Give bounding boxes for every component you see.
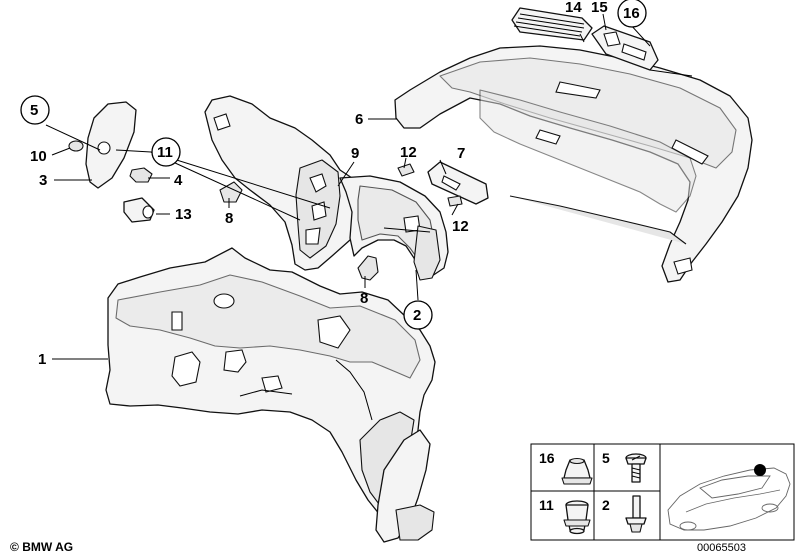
part-14-grille [511, 7, 593, 41]
part-13-grommet [123, 197, 155, 223]
leader-lines [45, 13, 693, 360]
label-8-upper: 8 [225, 210, 233, 227]
label-9: 9 [351, 145, 359, 162]
label-14: 14 [565, 0, 582, 16]
legend-part-5 [625, 453, 647, 483]
label-7: 7 [457, 145, 465, 162]
part-10-clip [68, 140, 84, 152]
callout-circle-16 [617, 0, 647, 28]
part-12-clip-b [447, 195, 463, 207]
part-8-clip-lower [357, 255, 379, 281]
label-6: 6 [355, 111, 363, 128]
legend-label-5: 5 [602, 450, 610, 466]
label-11: 11 [157, 144, 173, 161]
label-15: 15 [591, 0, 608, 16]
callout-circle-11 [151, 137, 181, 167]
legend-part-16 [561, 457, 593, 485]
legend-label-2: 2 [602, 497, 610, 513]
copyright-text: BMW AG [22, 540, 74, 554]
callout-circle-5 [20, 95, 50, 125]
part-9-center-trim [204, 95, 449, 281]
part-12-clip-a [397, 163, 415, 177]
label-3: 3 [39, 172, 47, 189]
copyright-notice: © BMW AG [10, 540, 74, 554]
document-number: 00065503 [697, 542, 746, 554]
part-6-rear-cover [394, 45, 753, 283]
label-12-upper: 12 [400, 144, 417, 161]
legend-label-16: 16 [539, 450, 555, 466]
legend-car-locator [667, 464, 791, 531]
label-10: 10 [30, 148, 47, 165]
part-4-clip [129, 167, 153, 183]
label-13: 13 [175, 206, 192, 223]
legend-inset: 16 5 11 2 [530, 443, 795, 541]
part-3-cover-cap [85, 101, 137, 189]
label-4: 4 [174, 172, 183, 189]
label-5: 5 [30, 102, 38, 119]
part-15-bracket [591, 25, 659, 71]
locator-dot [754, 464, 766, 476]
part-1-side-trim-panel [105, 247, 436, 543]
part-7-bracket [427, 161, 489, 205]
part-8-clip-upper [219, 181, 243, 203]
label-2: 2 [413, 307, 421, 324]
legend-part-11 [563, 500, 591, 535]
label-12-lower: 12 [452, 218, 469, 235]
label-8-lower: 8 [360, 290, 368, 307]
callout-circle-2 [403, 300, 433, 330]
legend-part-2 [625, 495, 647, 533]
label-16: 16 [623, 5, 640, 22]
label-1: 1 [38, 351, 46, 368]
legend-label-11: 11 [539, 497, 554, 513]
